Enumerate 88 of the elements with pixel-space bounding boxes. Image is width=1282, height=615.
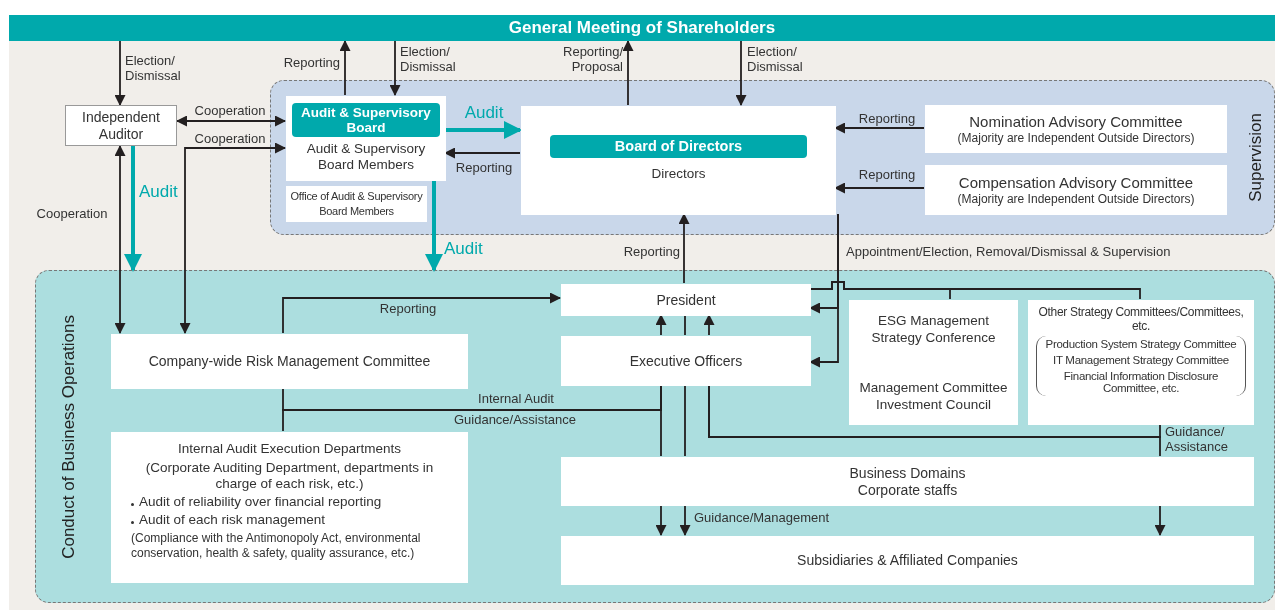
connector-line [809, 281, 1141, 300]
node-text: ESG Management Strategy Conference [870, 312, 997, 346]
org-box [849, 300, 1018, 425]
node-text: (Corporate Auditing Department, departments in charge of each risk, etc.) [144, 460, 435, 492]
region-title: Conduct of Business Operations [58, 314, 79, 559]
edge-label: Reporting [282, 55, 340, 70]
operations-region [35, 270, 1275, 603]
node-text: Executive Officers [629, 352, 743, 370]
org-box [286, 96, 446, 181]
edge-label: Reporting [378, 301, 438, 316]
node-text: Audit & Supervisory Board Members [305, 141, 427, 173]
arrow [425, 180, 443, 272]
edge-label: Audit [463, 105, 505, 120]
node-text: Nomination Advisory Committee [969, 112, 1183, 131]
node-text: Audit of each risk management [139, 512, 326, 528]
arrow [678, 213, 690, 284]
heading-text: General Meeting of Shareholders [507, 17, 777, 39]
node-text: Management Committee Investment Council [858, 379, 1009, 413]
connector-line [684, 314, 686, 336]
region-title: Supervision [1244, 113, 1266, 202]
arrow [176, 115, 286, 127]
node-text: IT Management Strategy Committee [1052, 354, 1230, 366]
edge-label: Reporting [454, 160, 514, 175]
node-text: Business Domains Corporate staffs [848, 464, 967, 499]
node-text: (Majority are Independent Outside Directors) [957, 191, 1195, 207]
supervision-region [270, 80, 1275, 235]
edge-label: Cooperation [35, 206, 109, 221]
node-text: Internal Audit Execution Departments [177, 441, 402, 457]
arrow [389, 40, 401, 96]
arrow [703, 314, 715, 336]
node-text: (Majority are Independent Outside Directors) [957, 130, 1195, 146]
node-text: President [656, 291, 716, 309]
node-text: Company-wide Risk Management Committee [148, 353, 431, 370]
org-box [561, 536, 1254, 585]
arrow [445, 121, 522, 139]
edge-label: Audit [444, 241, 484, 256]
arrow [114, 40, 126, 106]
arrow [655, 314, 667, 336]
arrow [655, 504, 667, 536]
node-text: Production System Strategy Committee [1044, 338, 1238, 350]
org-box [1028, 300, 1254, 425]
node-text: Subsidiaries & Affiliated Companies [797, 552, 1018, 569]
header-label: Board of Directors [550, 135, 807, 158]
arrow [622, 40, 634, 106]
header-label: Audit & Supervisory Board [292, 103, 440, 137]
node-text: Compensation Advisory Committee [958, 173, 1194, 192]
edge-label: Guidance/ Assistance [1165, 424, 1229, 454]
arrow [679, 504, 691, 536]
header-bar [9, 15, 1275, 41]
org-box [561, 457, 1254, 506]
edge-label: Reporting [622, 244, 680, 259]
arrow [282, 292, 561, 334]
connector-line [708, 384, 1161, 457]
node-text: Financial Information Disclosure Committee, etc. [1062, 370, 1220, 394]
org-box [925, 105, 1227, 153]
edge-label: Internal Audit [477, 391, 555, 406]
edge-label: Election/ Dismissal [747, 44, 804, 74]
node-text: Office of Audit & Supervisory Board Members [289, 189, 424, 219]
edge-label: Reporting [857, 111, 917, 126]
org-box [111, 334, 468, 389]
node-text: Directors [651, 166, 706, 182]
arrow [124, 146, 142, 272]
edge-label: Guidance/Assistance [452, 412, 578, 427]
edge-label: Audit [139, 184, 179, 199]
node-text: Audit of reliability over financial reporting [139, 494, 382, 510]
node-text: Independent Auditor [81, 108, 161, 143]
arrow [735, 40, 747, 106]
org-box [561, 336, 811, 386]
arrow [1154, 504, 1166, 536]
org-box [521, 106, 836, 215]
arrow [114, 145, 126, 334]
connector-line [684, 384, 686, 457]
arrow [179, 142, 286, 334]
edge-label: Guidance/Management [694, 510, 831, 525]
edge-label: Cooperation [193, 131, 267, 146]
edge-label: Reporting [857, 167, 917, 182]
edge-label: Reporting/ Proposal [562, 44, 623, 74]
node-text: Other Strategy Committees/Committees, etc. [1037, 305, 1245, 333]
edge-label: Election/ Dismissal [400, 44, 457, 74]
auditor-box [65, 105, 177, 146]
org-box [111, 432, 468, 583]
edge-label: Cooperation [193, 103, 267, 118]
org-box [561, 284, 811, 316]
arrow [339, 40, 351, 96]
org-box [925, 165, 1227, 215]
edge-label: Appointment/Election, Removal/Dismissal & Supervision [846, 244, 1172, 259]
edge-label: Election/ Dismissal [125, 53, 182, 83]
node-text: (Compliance with the Antimonopoly Act, environmental conservation, health & safety, quality assurance, etc.) [130, 531, 422, 561]
